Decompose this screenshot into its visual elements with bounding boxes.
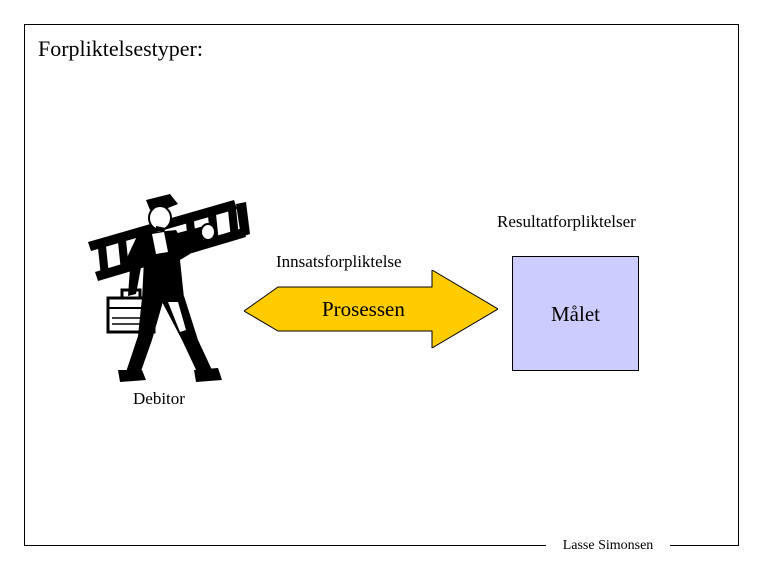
slide-title: Forpliktelsestyper: <box>38 36 203 61</box>
process-arrow <box>244 270 498 348</box>
goal-label: Målet <box>551 302 600 326</box>
debtor-label: Debitor <box>133 389 185 408</box>
slide-frame <box>24 24 739 546</box>
result-obligation-label: Resultatforpliktelser <box>497 212 636 231</box>
effort-obligation-label: Innsatsforpliktelse <box>276 252 402 271</box>
process-arrow-shape <box>244 270 498 348</box>
worker-with-ladder-icon <box>88 194 250 382</box>
goal-box: Målet <box>512 256 639 371</box>
footer-author: Lasse Simonsen <box>562 538 654 553</box>
process-label: Prosessen <box>322 297 405 321</box>
footer: Lasse Simonsen <box>546 538 670 553</box>
